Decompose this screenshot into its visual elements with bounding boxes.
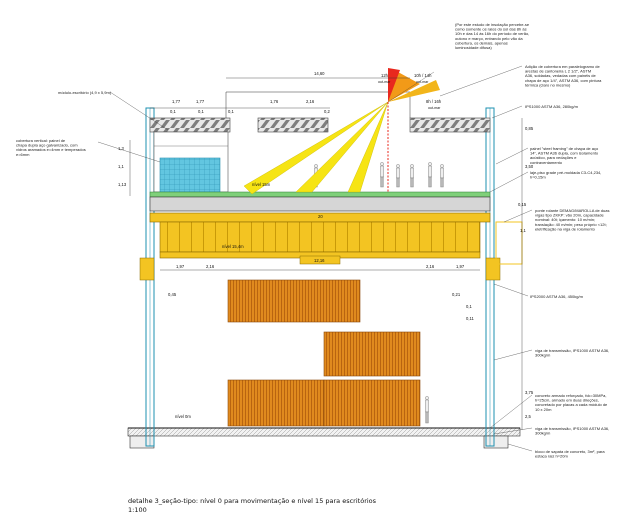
sun-label-8h-sub: out-mar (428, 106, 441, 110)
dim-right-5: 3,75 (525, 390, 534, 395)
slab-structure (149, 196, 491, 212)
note-column: IPS2000 ASTM A36, 450kg/m (530, 294, 584, 299)
dim-left-h1: 1,3 (118, 146, 124, 151)
level-15: nível 15m (252, 182, 271, 187)
slab-level-15 (149, 191, 491, 198)
dim-crane-span: 20 (318, 214, 323, 219)
dim-side-3: 0,1 (466, 304, 472, 309)
dim-lower-1: 1,97 (176, 264, 185, 269)
sun-study (243, 68, 440, 195)
note-roof-beam: IPS1000 ASTM A36, 280kg/m (525, 104, 579, 109)
leader-lines (97, 65, 533, 452)
note-slab: laje-piso grade pré-moldada C3-C4,234,h=… (530, 170, 601, 180)
container-bottom-right (323, 379, 421, 427)
dim-top-mid-3: 0,2 (324, 109, 330, 114)
dim-top-left-2: 1,77 (196, 99, 205, 104)
dim-top-left-3: 0,1 (170, 109, 176, 114)
container-top (227, 279, 361, 323)
dim-top-mid-1: 1,76 (270, 99, 279, 104)
dim-lower-4: 1,97 (456, 264, 465, 269)
dim-top-mid-2: 2,16 (306, 99, 315, 104)
dim-left-h3: 1,13 (118, 182, 127, 187)
sun-note: (Por este estudo de insolação percebe-se… (455, 22, 530, 50)
sun-label-12h: 12h (381, 73, 389, 78)
roof-middle (257, 117, 329, 133)
dim-right-6: 2,5 (525, 414, 531, 419)
dim-top-left-4: 0,1 (198, 109, 204, 114)
dim-right-4: 1,1 (520, 228, 526, 233)
crane-bridge (139, 212, 523, 281)
sun-label-10h-sub: out-mar (416, 80, 429, 84)
office-module (153, 131, 229, 193)
note-ground-slab: concreto armado reforçado, fck=30MPa,h=2… (535, 393, 608, 412)
dim-crane-clear: 12,16 (314, 258, 325, 263)
note-office-module: módulo-escritório (4,9 x 5,9m) (58, 90, 112, 95)
dim-lower-3: 2,16 (426, 264, 435, 269)
container-bottom-left (227, 379, 325, 427)
caption-title: detalhe 3_seção-tipo: nível 0 para movim… (128, 497, 377, 505)
sun-label-8h: 8h / 16h (426, 99, 442, 104)
dim-right-1: 0,85 (525, 126, 534, 131)
dimension-lines (129, 77, 523, 430)
dim-span-total: 14,60 (314, 71, 325, 76)
dim-top-left-1: 1,77 (172, 99, 181, 104)
level-0: nível 0m (175, 414, 191, 419)
ground-slab (127, 427, 521, 437)
dim-right-2: 3,50 (525, 164, 534, 169)
dim-lower-2: 2,16 (206, 264, 215, 269)
dim-top-left-5: 0,1 (228, 109, 234, 114)
sun-label-12h-sub: out-mar (378, 80, 391, 84)
note-runway-beam-2: viga de transmissão, IPS1000 ASTM A36,30… (535, 426, 609, 436)
dim-side-4: 0,11 (466, 316, 475, 321)
caption-scale: 1:100 (128, 506, 147, 514)
dim-left-h2: 1,1 (118, 164, 124, 169)
level-15-crane: nível 15,4m (222, 244, 244, 249)
container-middle (323, 331, 421, 377)
note-runway-beam-1: viga de transmissão, IPS1000 ASTM A36,30… (535, 348, 609, 358)
dim-side-1: 0,45 (168, 292, 177, 297)
roof-right (409, 117, 491, 133)
dim-side-2: 0,21 (452, 292, 461, 297)
roof-left (149, 117, 231, 133)
dim-right-3: 0,15 (518, 202, 527, 207)
sun-label-10h: 10h / 14h (414, 73, 432, 78)
